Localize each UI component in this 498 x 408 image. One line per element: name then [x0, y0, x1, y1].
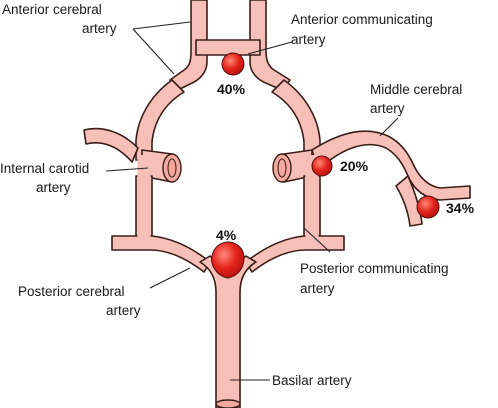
pct-anterior-communicating: 40% — [217, 81, 246, 97]
right-carotid-cut — [272, 153, 292, 183]
right-middle-cerebral-artery — [311, 130, 471, 201]
percent-labels: 40% 20% 34% 4% — [216, 81, 475, 243]
label-middle-cerebral: Middle cerebral artery — [370, 82, 466, 116]
aneurysm-basilar-tip — [211, 241, 245, 279]
leader-lines — [105, 21, 399, 381]
middle-cerebral-branch — [395, 175, 423, 227]
right-anterior-cerebral-artery — [249, 0, 291, 91]
left-middle-cerebral-stub — [83, 127, 139, 163]
right-posterior-communicating-artery — [303, 175, 321, 239]
aneurysm-middle-cerebral-origin — [311, 155, 333, 177]
vessel-network — [83, 0, 471, 408]
pct-basilar-tip: 4% — [216, 227, 237, 243]
left-anterior-arc — [135, 79, 185, 161]
left-posterior-communicating-artery — [135, 175, 153, 239]
pct-middle-cerebral-distal: 34% — [446, 200, 475, 216]
label-posterior-cerebral: Posterior cerebral artery — [18, 284, 141, 318]
label-anterior-cerebral: Anterior cerebral artery — [2, 2, 117, 36]
left-carotid-cut — [162, 153, 182, 183]
label-basilar: Basilar artery — [272, 373, 352, 388]
basilar-cut — [215, 399, 241, 408]
right-anterior-arc — [271, 79, 321, 161]
left-posterior-cerebral-artery — [111, 235, 211, 273]
basilar-artery — [199, 255, 257, 408]
pct-middle-cerebral-origin: 20% — [340, 158, 369, 174]
label-internal-carotid: Internal carotid artery — [0, 161, 93, 195]
aneurysms — [211, 52, 440, 279]
label-anterior-communicating: Anterior communicating artery — [291, 12, 437, 47]
text-labels: Anterior cerebral artery Anterior commun… — [0, 2, 466, 388]
label-posterior-communicating: Posterior communicating artery — [300, 261, 452, 296]
anterior-communicating-artery — [195, 39, 261, 56]
aneurysm-anterior-communicating — [221, 52, 245, 76]
aneurysm-middle-cerebral-distal — [416, 195, 440, 219]
